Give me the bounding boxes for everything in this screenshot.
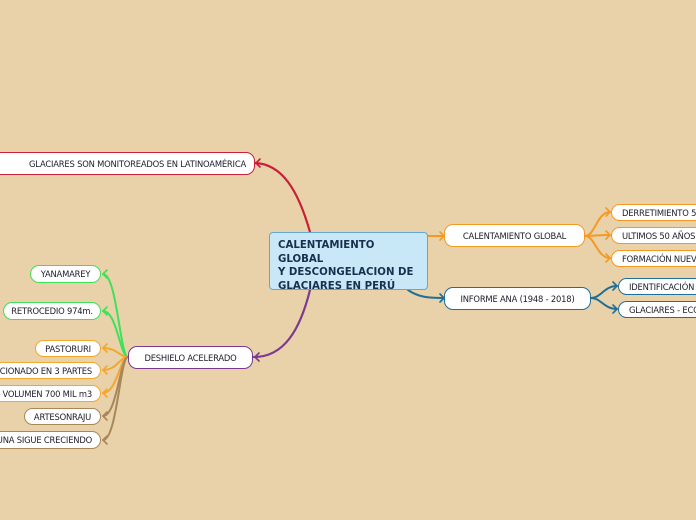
subtopic-label: UNA SIGUE CRECIENDO — [0, 435, 92, 445]
subbranch-line-deshielo-6 — [102, 356, 129, 441]
subbranch-arrow-calentamiento-1 — [605, 230, 611, 240]
subbranch-arrow-deshielo-5 — [102, 411, 108, 421]
subtopic-label: FORMACIÓN NUEV — [622, 253, 696, 264]
subtopic-pastoruri[interactable]: PASTORURI — [35, 340, 101, 357]
subbranch-arrow-calentamiento-2 — [605, 253, 611, 263]
subbranch-line-deshielo-1 — [102, 310, 129, 358]
central-topic-line: Y DESCONGELACION DE — [278, 267, 414, 278]
topic-label: INFORME ANA (1948 - 2018) — [460, 293, 575, 304]
subtopic-label: RETROCEDIO 974m. — [11, 306, 93, 316]
subtopic-label: DERRETIMIENTO 5 — [622, 207, 696, 218]
subbranch-arrow-informe-0 — [612, 281, 618, 291]
subtopic-retrocedio[interactable]: RETROCEDIO 974m. — [3, 302, 101, 320]
subtopic-label: GLACIARES - ECO — [629, 304, 696, 315]
subbranch-arrow-deshielo-2 — [102, 343, 108, 353]
branch-arrow-glaciares-monitoreados — [255, 158, 261, 168]
subtopic-label: ARTESONRAJU — [33, 411, 92, 422]
subtopic-label: YANAMAREY — [40, 269, 91, 279]
subbranch-line-calentamiento-2 — [584, 235, 611, 259]
central-topic-line: GLACIARES EN PERÚ — [278, 280, 396, 292]
subtopic-glaciares-eco[interactable]: GLACIARES - ECO — [618, 301, 696, 318]
subtopic-yanamarey[interactable]: YANAMAREY — [30, 265, 101, 283]
subbranch-line-informe-0 — [590, 285, 618, 299]
subbranch-arrow-deshielo-4 — [102, 388, 108, 398]
subtopic-ultimos-50[interactable]: ULTIMOS 50 AÑOS — [611, 227, 696, 244]
branch-line-informe — [407, 289, 444, 299]
topic-calentamiento-global[interactable]: CALENTAMIENTO GLOBAL — [444, 224, 585, 247]
branch-line-glaciares-monitoreados — [253, 161, 312, 234]
subtopic-seccionado[interactable]: ECCIONADO EN 3 PARTES — [0, 362, 101, 379]
topic-glaciares-monitoreados[interactable]: GLACIARES SON MONITOREADOS EN LATINOAMÉR… — [0, 152, 255, 175]
subtopic-derretimiento[interactable]: DERRETIMIENTO 5 — [611, 204, 696, 221]
subtopic-label: VOLUMEN 700 MIL m3 — [2, 388, 92, 399]
topic-label: DESHIELO ACELERADO — [144, 352, 237, 363]
subbranch-arrow-informe-1 — [612, 304, 618, 314]
subtopic-identificacion[interactable]: IDENTIFICACIÓN — [618, 278, 696, 295]
topic-label: GLACIARES SON MONITOREADOS EN LATINOAMÉR… — [29, 158, 246, 169]
subbranch-arrow-deshielo-1 — [102, 306, 108, 316]
subbranch-line-calentamiento-1 — [584, 234, 611, 237]
branch-arrow-deshielo — [254, 352, 260, 362]
subbranch-arrow-deshielo-6 — [102, 435, 108, 445]
subtopic-label: IDENTIFICACIÓN — [629, 281, 695, 292]
subtopic-sigue-creciendo[interactable]: UNA SIGUE CRECIENDO — [0, 431, 101, 449]
central-topic-line: CALENTAMIENTO GLOBAL — [278, 240, 375, 265]
topic-label: CALENTAMIENTO GLOBAL — [462, 230, 567, 241]
subtopic-artesonraju[interactable]: ARTESONRAJU — [24, 408, 101, 425]
branch-line-deshielo — [252, 288, 312, 359]
subtopic-label: PASTORURI — [45, 343, 91, 354]
subbranch-line-informe-1 — [590, 297, 618, 310]
central-topic[interactable]: CALENTAMIENTO GLOBAL Y DESCONGELACION DE… — [269, 232, 428, 292]
subtopic-label: ECCIONADO EN 3 PARTES — [0, 365, 92, 376]
topic-deshielo-acelerado[interactable]: DESHIELO ACELERADO — [128, 346, 253, 369]
subtopic-volumen[interactable]: VOLUMEN 700 MIL m3 — [0, 385, 101, 402]
subtopic-label: ULTIMOS 50 AÑOS — [622, 230, 696, 241]
topic-informe-ana[interactable]: INFORME ANA (1948 - 2018) — [444, 287, 591, 310]
subbranch-arrow-calentamiento-0 — [605, 207, 611, 217]
subtopic-formacion[interactable]: FORMACIÓN NUEV — [611, 250, 696, 267]
subbranch-arrow-deshielo-3 — [102, 365, 108, 375]
subbranch-arrow-deshielo-0 — [102, 269, 108, 279]
